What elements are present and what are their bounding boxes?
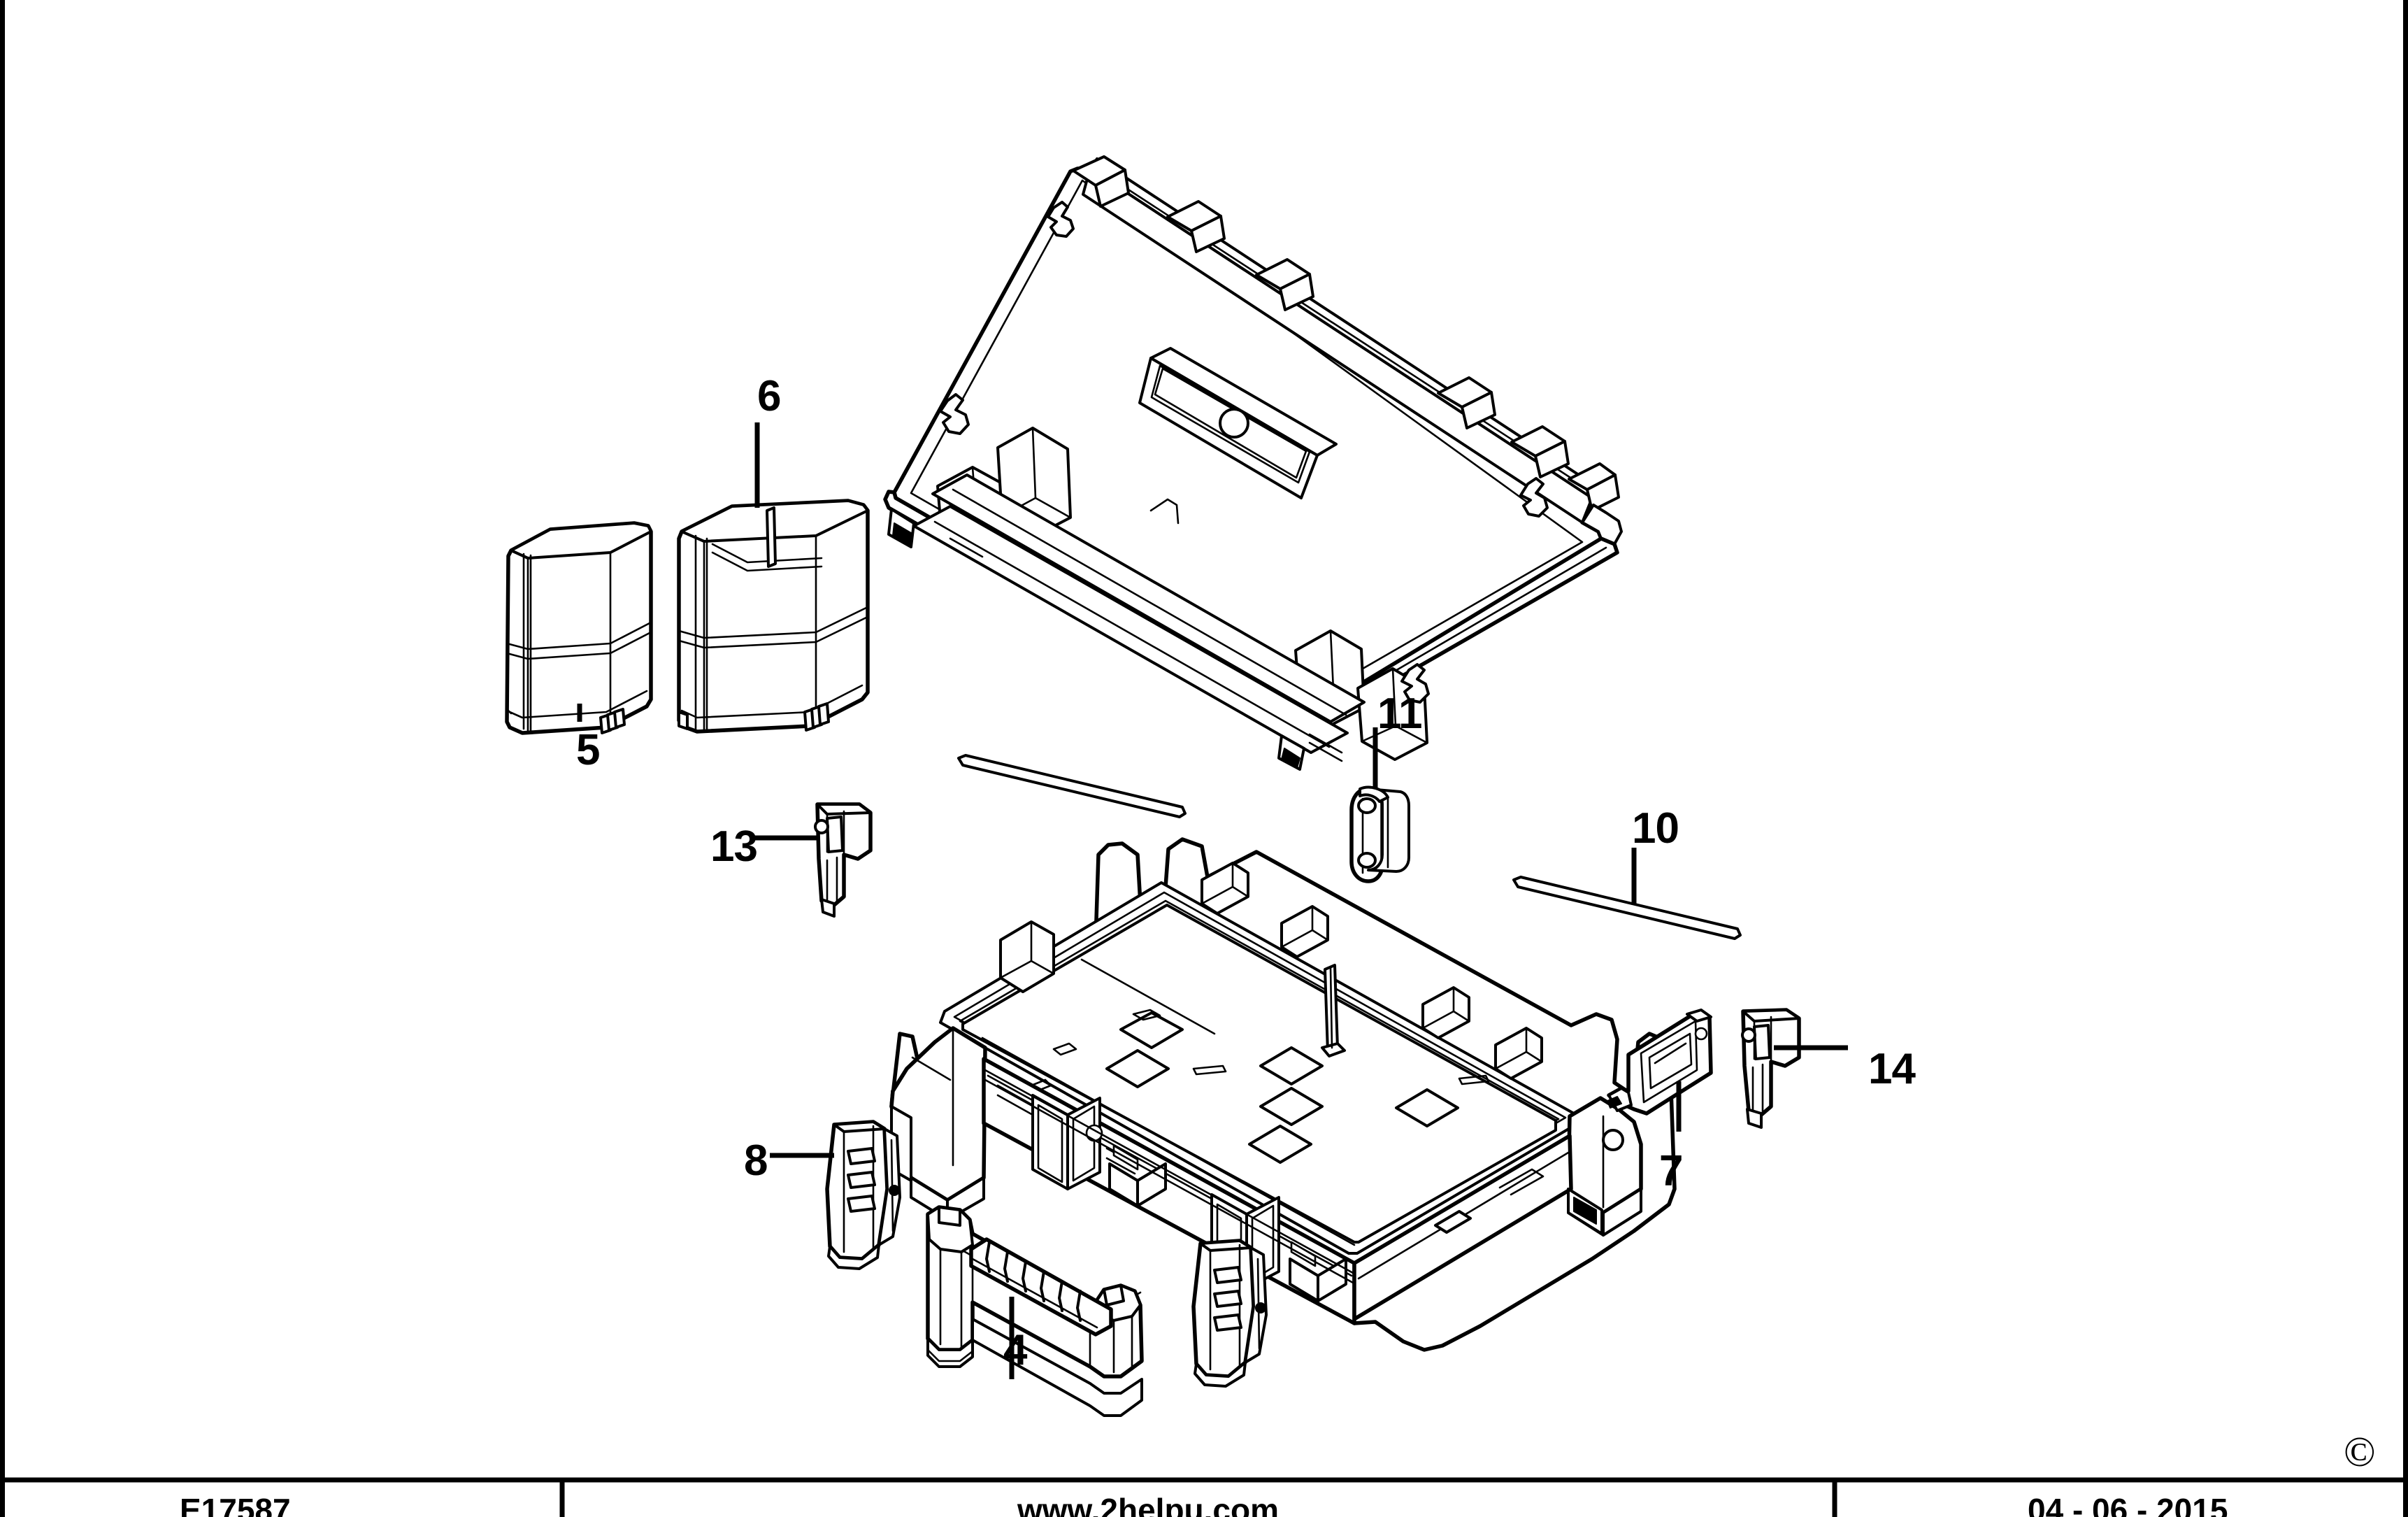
callout-5: 5	[576, 726, 600, 774]
callout-7: 7	[1659, 1147, 1683, 1195]
buckle-latch-left	[770, 1120, 901, 1270]
callout-11: 11	[1377, 690, 1423, 738]
buckle-latch-right	[1191, 1239, 1268, 1388]
copyright-icon: ©	[2344, 1429, 2376, 1475]
hinge-pin-rod-upper	[957, 754, 1187, 818]
corner-latch-clip-left	[753, 802, 873, 918]
hinge-pin-rod	[1512, 848, 1742, 940]
carry-handle	[926, 1205, 1144, 1417]
callout-6: 6	[757, 372, 781, 420]
flat-bracket-plate	[1607, 1009, 1713, 1132]
small-storage-bin	[505, 521, 653, 735]
callout-10: 10	[1632, 804, 1679, 853]
callout-8: 8	[744, 1137, 768, 1185]
oval-bracket-plate	[1349, 727, 1410, 883]
footer-date: 04 - 06 - 2015	[2028, 1492, 2228, 1517]
footer-website: www.2helpu.com	[1017, 1492, 1280, 1517]
footer-part-number: E17587	[180, 1492, 291, 1517]
large-storage-bin	[677, 422, 870, 734]
callout-13: 13	[710, 822, 758, 871]
callout-4: 4	[1003, 1326, 1027, 1374]
callout-14: 14	[1868, 1045, 1916, 1093]
corner-latch-clip-right	[1741, 1008, 1848, 1129]
lid-assembly	[883, 155, 1623, 771]
diagram-canvas: .ln{fill:none;stroke:#000;stroke-width:4…	[5, 155, 2403, 1517]
